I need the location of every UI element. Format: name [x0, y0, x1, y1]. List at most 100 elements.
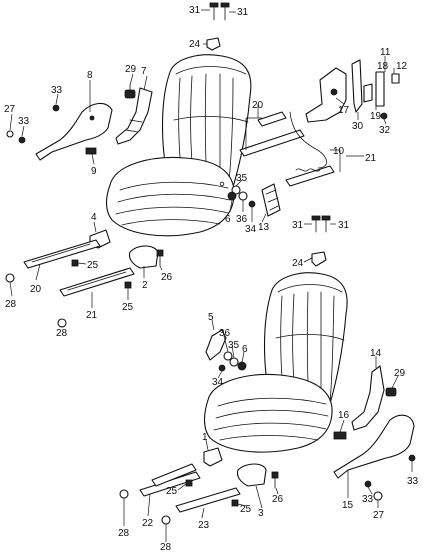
- part-17-recliner: [305, 67, 347, 123]
- label-14: 14: [370, 348, 382, 359]
- label-11: 11: [380, 47, 391, 58]
- label-15: 15: [342, 500, 354, 511]
- part-29-grommet-top: [124, 84, 136, 99]
- part-26-bolt-top: [156, 249, 164, 267]
- label-19: 19: [370, 111, 382, 122]
- part-15-side-trim: [333, 414, 415, 479]
- upper-seat-assembly: [5, 2, 400, 328]
- label-25-lower-a: 25: [166, 486, 178, 497]
- label-24-top: 24: [189, 39, 201, 50]
- part-17-pivot: [330, 88, 338, 96]
- label-29-top: 29: [125, 64, 137, 75]
- label-28-top-a: 28: [5, 299, 17, 310]
- label-27-lower: 27: [373, 510, 385, 521]
- part-24-clip-mid: [311, 251, 327, 267]
- bolt-31-mid: [311, 215, 331, 233]
- label-31-top-right: 31: [237, 7, 249, 18]
- part-26-bolt-lower: [271, 471, 279, 489]
- label-35-top: 35: [236, 173, 248, 184]
- label-36-top: 36: [236, 214, 248, 225]
- part-18-lever: [375, 71, 385, 107]
- part-3-bracket: [236, 463, 267, 487]
- part-21-rail-left-groove: [67, 271, 127, 291]
- label-35-lower: 35: [228, 340, 240, 351]
- label-28-lower-b: 28: [160, 542, 172, 553]
- label-33-lower-b: 33: [362, 494, 374, 505]
- label-21-left: 21: [86, 310, 98, 321]
- part-21-rail-left: [59, 267, 135, 297]
- label-25-top-b: 25: [122, 302, 134, 313]
- part-20-rail-left-groove: [31, 243, 91, 263]
- part-9-knob: [85, 147, 97, 155]
- label-6-top: 6: [225, 214, 231, 225]
- label-34-lower: 34: [212, 377, 224, 388]
- label-6-lower: 6: [242, 344, 248, 355]
- part-23-rail: [175, 487, 241, 513]
- label-4: 4: [91, 212, 97, 223]
- label-17: 17: [338, 105, 350, 116]
- part-32-screw: [380, 112, 388, 120]
- label-8: 8: [87, 70, 93, 81]
- label-20-right: 20: [252, 100, 264, 111]
- part-29-grommet-lower: [385, 387, 397, 397]
- label-25-top-a: 25: [87, 260, 99, 271]
- part-number-labels: 31 31 24 29 7 8 33 27 33 9 4 20 25 28 21…: [4, 5, 419, 553]
- lower-seat-cushion-pleats: [213, 397, 329, 441]
- part-33-screw-lower-b: [364, 480, 372, 488]
- part-14-recliner: [351, 365, 385, 431]
- part-21-spring: [295, 168, 321, 172]
- label-9: 9: [91, 166, 97, 177]
- lower-seat-assembly: [119, 272, 416, 525]
- label-29-lower: 29: [394, 368, 406, 379]
- label-28-lower-a: 28: [118, 528, 130, 539]
- part-20-rail-right: [239, 129, 305, 157]
- label-31-mid-right: 31: [338, 220, 350, 231]
- part-28-grommets-top: [5, 273, 67, 328]
- label-18: 18: [377, 61, 389, 72]
- upper-headrest-seam: [175, 66, 247, 75]
- label-32: 32: [379, 125, 391, 136]
- part-21-cable: [289, 111, 327, 169]
- label-1: 1: [202, 432, 208, 443]
- part-33-screw-lower-a: [408, 454, 416, 462]
- label-33-top-a: 33: [51, 85, 63, 96]
- part-28-grommets-lower: [119, 489, 171, 525]
- part-2-bracket: [128, 245, 159, 269]
- label-7: 7: [141, 66, 147, 77]
- label-33-lower-a: 33: [407, 476, 419, 487]
- label-31-top-left: 31: [189, 5, 201, 16]
- part-8-side-trim: [35, 102, 113, 161]
- screws-33-left: [18, 104, 60, 144]
- upper-seat-back: [162, 54, 252, 192]
- part-34-screw-top: [248, 200, 256, 208]
- label-5: 5: [208, 312, 214, 323]
- label-16: 16: [338, 410, 350, 421]
- part-1-release-handle: [203, 447, 223, 467]
- label-3: 3: [258, 508, 264, 519]
- leader-lines: [9, 9, 413, 542]
- part-12-knob: [391, 73, 400, 84]
- part-27-top: [6, 130, 14, 138]
- label-30: 30: [352, 121, 364, 132]
- label-34-top: 34: [245, 224, 257, 235]
- part-20-rail-right-top: [257, 111, 287, 127]
- part-30-lever: [351, 59, 363, 113]
- label-25-lower-b: 25: [240, 504, 252, 515]
- part-27-lower: [373, 491, 383, 501]
- label-21-right: 21: [365, 153, 377, 164]
- upper-seat-back-pleats: [173, 73, 249, 185]
- part-6-nut-lower: [237, 361, 247, 371]
- part-7-detail: [125, 119, 143, 133]
- part-8-hole: [89, 115, 95, 121]
- upper-seat-cushion: [105, 156, 235, 237]
- part-25-bolts-lower: [185, 479, 239, 507]
- part-6-nut-top: [227, 191, 237, 201]
- part-5-bracket: [205, 329, 227, 361]
- label-26-lower: 26: [272, 494, 284, 505]
- part-16-knob: [333, 431, 347, 440]
- lower-seat-back-pleats: [275, 291, 345, 405]
- lower-headrest-seam: [277, 284, 343, 293]
- label-20-left: 20: [30, 284, 42, 295]
